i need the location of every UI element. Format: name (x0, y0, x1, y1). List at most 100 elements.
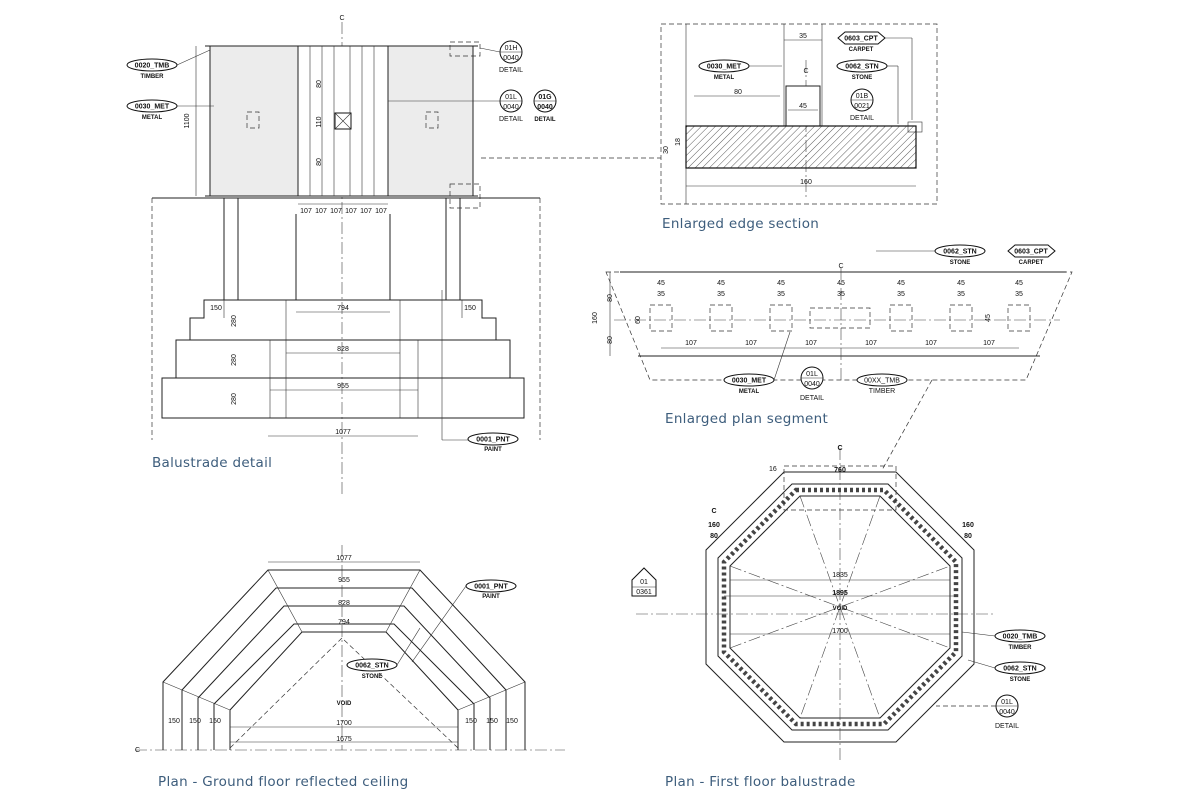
svg-text:35: 35 (837, 291, 845, 298)
svg-text:DETAIL: DETAIL (850, 115, 874, 122)
tag-paint-ground: 0001_PNT PAINT (411, 579, 517, 663)
caption-plan-segment: Enlarged plan segment (665, 411, 828, 427)
svg-text:0001_PNT: 0001_PNT (474, 584, 508, 591)
tag-stone-segment: 0062_STN STONE (876, 244, 986, 266)
svg-text:01G: 01G (538, 94, 552, 101)
segment-post-4: 45 35 (809, 280, 871, 329)
detail-ref-01l-segment: 01L 0040 DETAIL (800, 366, 824, 402)
post-ring (721, 487, 959, 727)
detail-ref-01g: 01G 0040 DETAIL (533, 89, 557, 123)
svg-text:METAL: METAL (714, 75, 735, 81)
caption-first-floor: Plan - First floor balustrade (665, 774, 856, 790)
height-dimension: 1100 (184, 113, 191, 128)
svg-text:STONE: STONE (852, 75, 873, 81)
svg-text:16: 16 (769, 466, 777, 473)
caption-balustrade-detail: Balustrade detail (152, 455, 272, 471)
tag-stone-edge: 0062_STN STONE (836, 59, 899, 124)
svg-text:150: 150 (210, 305, 222, 312)
svg-text:150: 150 (506, 718, 518, 725)
detail-ref-01h: 01H 0040 DETAIL (479, 40, 523, 74)
svg-text:METAL: METAL (739, 389, 760, 395)
svg-text:TIMBER: TIMBER (869, 388, 895, 395)
tag-metal: 0030_MET METAL (126, 99, 214, 121)
svg-text:CARPET: CARPET (1019, 260, 1044, 266)
tag-stone-first: 0062_STN STONE (967, 659, 1046, 683)
svg-text:1675: 1675 (336, 736, 352, 743)
svg-text:280: 280 (231, 315, 238, 327)
svg-text:107: 107 (315, 208, 327, 215)
svg-text:DETAIL: DETAIL (534, 117, 556, 123)
detail-ref-01b: 01B 0021 DETAIL (850, 88, 874, 122)
svg-text:0040: 0040 (804, 381, 820, 388)
svg-text:107: 107 (865, 340, 877, 347)
svg-text:45: 45 (777, 280, 785, 287)
tag-stone-ground: 0062_STN STONE (346, 627, 421, 680)
svg-text:107: 107 (360, 208, 372, 215)
svg-text:110: 110 (316, 116, 323, 127)
svg-text:VOID: VOID (337, 701, 352, 707)
svg-text:45: 45 (897, 280, 905, 287)
svg-text:80: 80 (710, 533, 718, 540)
tag-timber-first: 0020_TMB TIMBER (961, 629, 1046, 651)
svg-text:0361: 0361 (636, 589, 652, 596)
svg-text:STONE: STONE (950, 260, 971, 266)
svg-text:00XX_TMB: 00XX_TMB (864, 378, 900, 385)
svg-text:35: 35 (717, 291, 725, 298)
svg-text:PAINT: PAINT (482, 594, 500, 600)
svg-text:STONE: STONE (1010, 677, 1031, 683)
svg-text:107: 107 (925, 340, 937, 347)
svg-text:C: C (803, 68, 808, 75)
detail-ref-01l-first: 01L 0040 DETAIL (936, 694, 1019, 730)
svg-text:01: 01 (640, 579, 648, 586)
svg-text:150: 150 (486, 718, 498, 725)
svg-text:107: 107 (375, 208, 387, 215)
svg-text:107: 107 (300, 208, 312, 215)
svg-text:01L: 01L (806, 371, 818, 378)
svg-text:45: 45 (1015, 280, 1023, 287)
segment-post-3: 45 35 (769, 280, 793, 332)
svg-text:18: 18 (675, 138, 682, 146)
svg-text:1700: 1700 (832, 628, 848, 635)
tag-metal-edge: 0030_MET METAL (698, 59, 782, 81)
segment-post-5: 45 35 (889, 280, 913, 332)
svg-text:0020_TMB: 0020_TMB (1003, 634, 1038, 641)
svg-text:0021: 0021 (854, 103, 870, 110)
section-marker: 01 0361 (631, 567, 657, 597)
svg-text:DETAIL: DETAIL (995, 723, 1019, 730)
svg-text:160: 160 (962, 522, 974, 529)
svg-text:0030_MET: 0030_MET (732, 378, 767, 385)
svg-text:150: 150 (189, 718, 201, 725)
svg-text:DETAIL: DETAIL (499, 116, 523, 123)
svg-text:794: 794 (337, 305, 349, 312)
svg-text:C: C (135, 747, 140, 754)
svg-text:1895: 1895 (832, 590, 848, 597)
svg-text:107: 107 (745, 340, 757, 347)
segment-post-6: 45 35 (949, 280, 973, 332)
svg-text:828: 828 (338, 600, 350, 607)
tag-paint: 0001_PNT PAINT (467, 432, 519, 453)
svg-text:1077: 1077 (336, 555, 352, 562)
centerline-mark: C (339, 15, 344, 22)
svg-text:0062_STN: 0062_STN (845, 64, 878, 71)
tag-carpet-edge: 0603_CPT CARPET (837, 31, 913, 120)
svg-text:80: 80 (964, 533, 972, 540)
svg-text:PAINT: PAINT (484, 447, 502, 453)
tag-metal-segment: 0030_MET METAL (723, 331, 791, 395)
segment-post-2: 45 35 (709, 280, 733, 332)
svg-text:CARPET: CARPET (849, 47, 874, 53)
svg-text:TIMBER: TIMBER (141, 74, 165, 80)
svg-text:35: 35 (799, 33, 807, 40)
svg-text:280: 280 (231, 393, 238, 405)
svg-text:80: 80 (734, 89, 742, 96)
balustrade-detail-elevation: C 80 110 80 1100 107 107 107 (151, 15, 541, 495)
svg-text:45: 45 (717, 280, 725, 287)
svg-text:0030_MET: 0030_MET (707, 64, 742, 71)
svg-text:1835: 1835 (832, 572, 848, 579)
svg-text:1700: 1700 (336, 720, 352, 727)
svg-text:0040: 0040 (537, 104, 553, 111)
edge-section: 35 C 80 45 18 30 160 (481, 23, 938, 205)
svg-text:0001_PNT: 0001_PNT (476, 437, 510, 444)
svg-text:80: 80 (607, 294, 614, 302)
svg-text:C: C (711, 508, 716, 515)
svg-text:45: 45 (657, 280, 665, 287)
